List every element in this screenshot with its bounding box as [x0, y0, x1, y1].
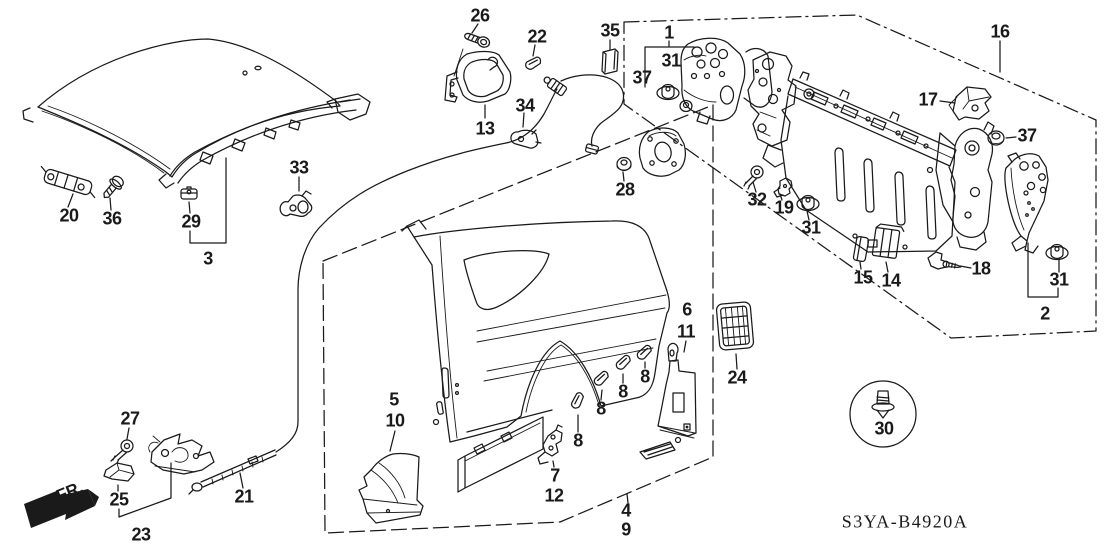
- part-17-bracket: [948, 86, 992, 121]
- part-18-bracket: [927, 251, 962, 270]
- part-callout-37: 37: [1017, 125, 1037, 146]
- part-7-12-bracket: [537, 424, 563, 465]
- fr-direction-arrow: [24, 489, 99, 528]
- part-callout-16: 16: [990, 21, 1010, 42]
- part-callout-23: 23: [131, 524, 151, 545]
- part-8-clips: [570, 344, 652, 409]
- part-callout-17: 17: [918, 89, 938, 110]
- part-22-clip: [525, 56, 542, 70]
- part-callout-12: 12: [544, 485, 564, 506]
- part-callout-1: 1: [664, 22, 674, 43]
- part-callout-3: 3: [203, 248, 213, 269]
- part-callout-4: 4: [621, 500, 631, 521]
- part-callout-34: 34: [515, 95, 535, 116]
- part-callout-30: 30: [874, 418, 894, 439]
- part-callout-18: 18: [971, 258, 991, 279]
- part-callout-26: 26: [470, 5, 490, 26]
- lid-release-cable: [275, 74, 625, 453]
- fuel-filler-lid: [444, 48, 512, 103]
- part-35-sticker: [601, 48, 619, 75]
- part-callout-8: 8: [596, 398, 606, 419]
- part-callout-13: 13: [475, 118, 495, 139]
- quarter-panel: [401, 219, 670, 493]
- part-31-capnut-b: [796, 194, 820, 212]
- part-14-bracket: [871, 223, 905, 259]
- part-6-11-extension: [639, 342, 697, 460]
- part-28-grommet: [616, 156, 632, 172]
- part-27-bolt: [110, 439, 134, 464]
- part-callout-25: 25: [109, 489, 129, 510]
- part-30-fastener: [849, 380, 917, 448]
- part-callout-37: 37: [632, 67, 652, 88]
- part-37-grommet-a: [679, 99, 693, 113]
- bulkhead-section-box: [623, 14, 1097, 339]
- part-callout-8: 8: [573, 430, 583, 451]
- part-callout-36: 36: [102, 208, 122, 229]
- part-callout-33: 33: [289, 157, 309, 178]
- part-21-cable-rod: [188, 449, 277, 495]
- part-5-10-gutter: [358, 453, 424, 524]
- part-callout-28: 28: [615, 179, 635, 200]
- diagram-code: S3YA-B4920A: [841, 511, 969, 532]
- part-25-clip: [103, 462, 135, 482]
- part-callout-24: 24: [727, 367, 747, 388]
- part-callout-21: 21: [234, 486, 254, 507]
- part-callout-35: 35: [600, 20, 620, 41]
- part-callout-27: 27: [120, 408, 140, 429]
- part-19-clip: [773, 177, 793, 198]
- part-callout-14: 14: [881, 270, 901, 291]
- part-1-panel: [680, 37, 773, 125]
- part-23-latch: [148, 433, 215, 475]
- part-callout-32: 32: [747, 189, 767, 210]
- roof-part-20: [40, 165, 96, 199]
- roof-panel: [22, 38, 371, 189]
- part-callout-6: 6: [682, 299, 692, 320]
- part-15-plate: [852, 235, 870, 263]
- part-31-capnut-a: [656, 83, 680, 101]
- part-2-gusset: [1004, 152, 1049, 254]
- part-callout-7: 7: [550, 465, 560, 486]
- fuel-recess-plate: [638, 127, 686, 177]
- part-callout-22: 22: [527, 26, 547, 47]
- part-callout-10: 10: [385, 410, 405, 431]
- part-33-opener: [279, 190, 313, 217]
- part-26-bolt: [464, 32, 491, 48]
- leader-lines: [67, 23, 1060, 518]
- part-31-capnut-c: [1045, 243, 1069, 261]
- part-callout-11: 11: [676, 321, 696, 342]
- part-callout-31: 31: [1049, 269, 1069, 290]
- part-callout-2: 2: [1040, 303, 1050, 324]
- part-callout-8: 8: [618, 381, 628, 402]
- part-24-vent: [715, 301, 755, 351]
- part-callout-20: 20: [59, 205, 79, 226]
- part-callout-5: 5: [389, 389, 399, 410]
- part-callout-29: 29: [181, 211, 201, 232]
- rear-bulkhead: [747, 51, 995, 253]
- part-callout-8: 8: [640, 366, 650, 387]
- roof-part-29-clip: [180, 186, 198, 200]
- part-32-bolt: [743, 165, 764, 190]
- quarter-panel-section-box: [322, 104, 714, 534]
- roof-part-36-bolt: [103, 175, 124, 199]
- part-callout-31: 31: [801, 217, 821, 238]
- part-callout-31: 31: [661, 50, 681, 71]
- part-callout-19: 19: [774, 197, 794, 218]
- part-callout-9: 9: [621, 519, 631, 540]
- part-37-grommet-b: [987, 130, 1005, 146]
- part-callout-15: 15: [853, 267, 873, 288]
